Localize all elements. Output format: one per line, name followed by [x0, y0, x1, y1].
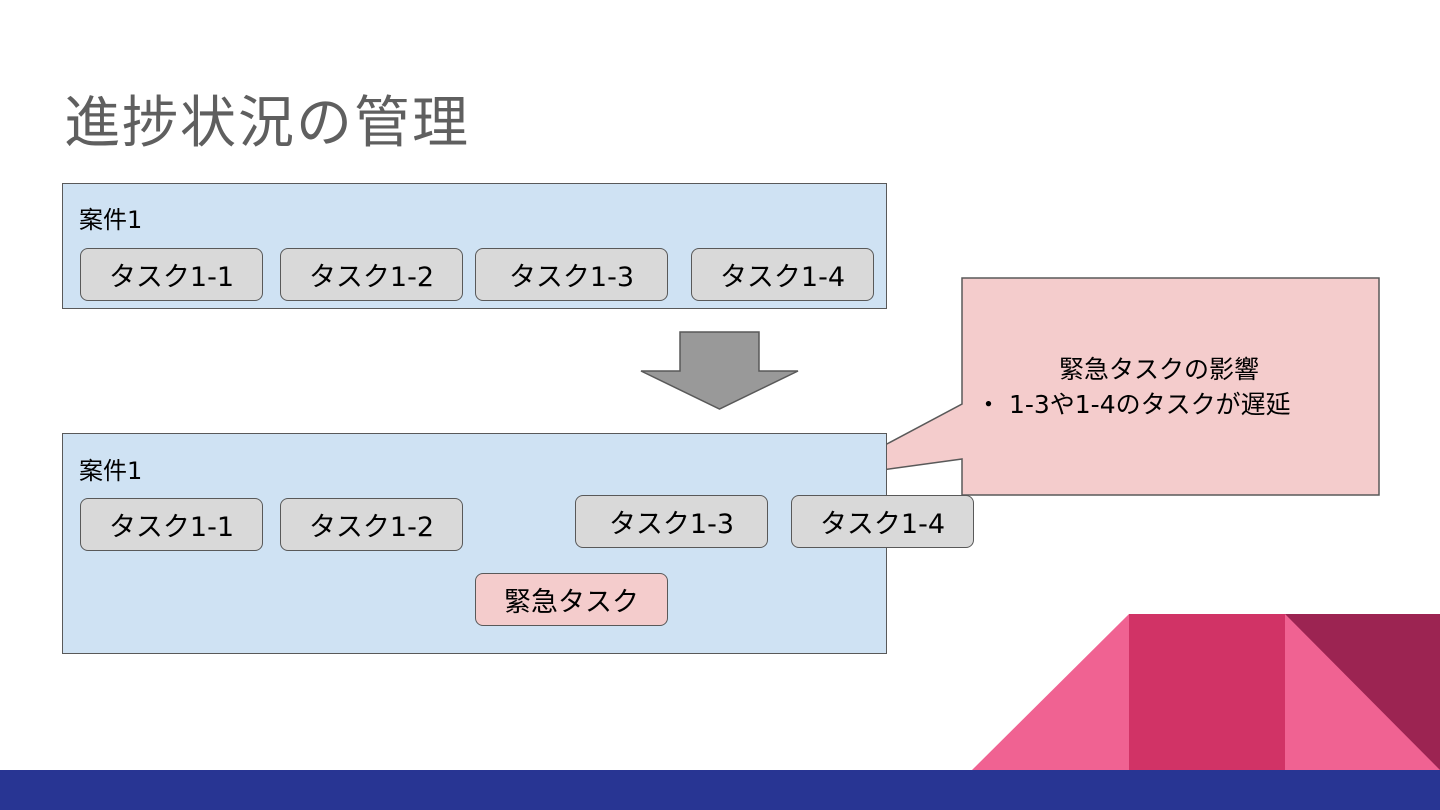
task-before-1-1: タスク1-1: [80, 248, 263, 301]
urgent-task: 緊急タスク: [475, 573, 668, 626]
task-before-1-4: タスク1-4: [691, 248, 874, 301]
decor-dark-triangle: [1285, 614, 1440, 770]
slide-title: 進捗状況の管理: [64, 91, 470, 156]
callout-text: 緊急タスクの影響 ・ 1-3や1-4のタスクが遅延: [962, 352, 1380, 422]
project-after-label: 案件1: [79, 457, 143, 485]
task-after-1-3: タスク1-3: [575, 495, 768, 548]
task-after-1-1: タスク1-1: [80, 498, 263, 551]
task-before-1-2: タスク1-2: [280, 248, 463, 301]
down-arrow-icon: [640, 331, 799, 410]
callout-item: ・ 1-3や1-4のタスクが遅延: [976, 390, 1291, 419]
task-after-1-4: タスク1-4: [791, 495, 974, 548]
footer-bar: [0, 770, 1440, 810]
task-before-1-3: タスク1-3: [475, 248, 668, 301]
task-after-1-2: タスク1-2: [280, 498, 463, 551]
decor-pink-triangle: [972, 614, 1129, 770]
decor-magenta-block: [1129, 614, 1285, 770]
callout-bubble: [822, 277, 1380, 496]
project-before-label: 案件1: [79, 206, 143, 234]
callout-heading: 緊急タスクの影響: [1059, 355, 1260, 384]
